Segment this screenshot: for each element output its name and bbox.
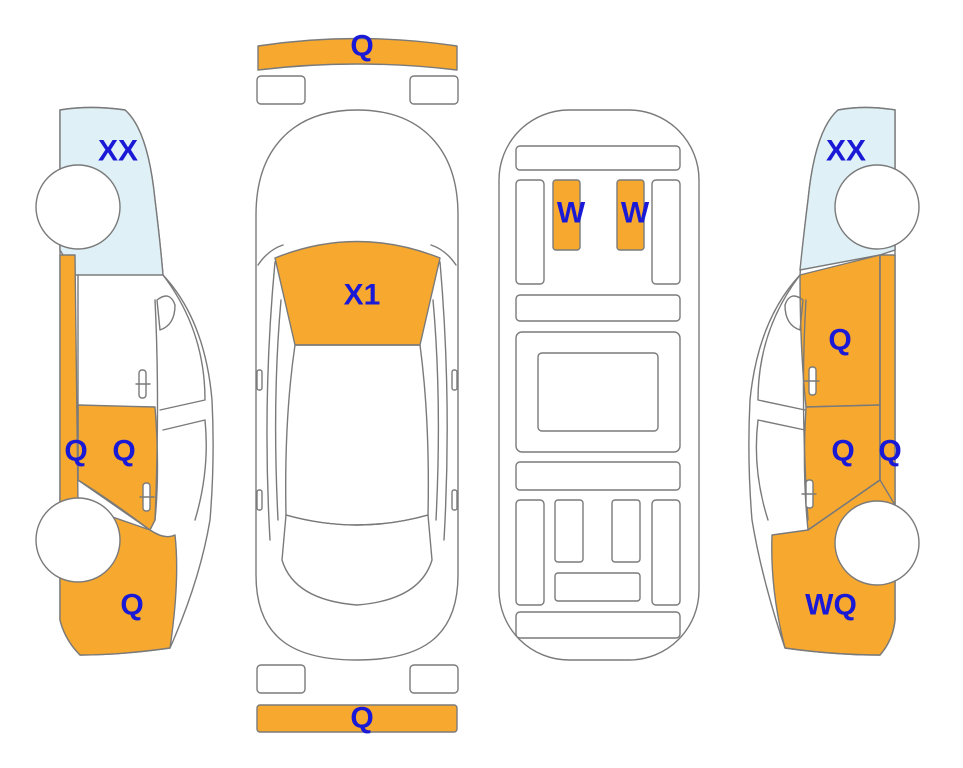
left-rear-wheel	[35, 164, 121, 250]
underbody-left-rail-rear	[515, 499, 545, 606]
right-front-door-code: Q	[831, 435, 854, 468]
left-pillar-line	[274, 299, 282, 521]
front-left-headlight	[256, 75, 306, 105]
top-view	[255, 109, 459, 661]
rear-end	[256, 664, 459, 733]
underbody-center-tunnel	[537, 352, 659, 432]
underbody-rear-bar	[515, 611, 681, 639]
right-rear-wheel	[834, 164, 920, 250]
windshield-code: X1	[344, 279, 381, 312]
right-window-line-2	[755, 419, 806, 521]
right-rear-quarter-glass-code: XX	[826, 135, 866, 168]
rear-bumper-panel[interactable]	[256, 704, 458, 733]
rear-left-taillight	[256, 664, 306, 694]
left-rear-sill-code: Q	[64, 435, 87, 468]
front-end	[256, 37, 459, 105]
underbody-right-rail-front	[651, 179, 681, 285]
right-rear-door-code: Q	[828, 324, 851, 357]
rear-seat-right-panel[interactable]	[616, 179, 645, 251]
damage-labels: Q Q X1 W W XX Q Q Q XX Q Q Q WQ	[64, 30, 901, 735]
underbody-inner-right	[611, 499, 641, 563]
left-mirror	[256, 369, 263, 391]
rear-window-outline	[281, 514, 433, 606]
underbody-left-rail-front	[515, 179, 545, 285]
top-view-body	[255, 109, 459, 661]
left-rear-door-code: Q	[112, 435, 135, 468]
front-bumper-code: Q	[350, 30, 373, 63]
right-window-line	[757, 274, 806, 411]
right-mirror	[451, 369, 458, 391]
top-hood-line-right	[430, 244, 457, 266]
right-mirror-shape	[784, 295, 804, 331]
rear-seat-left-code: W	[557, 197, 586, 230]
rear-seat-left-panel[interactable]	[552, 179, 581, 251]
right-door-line	[807, 254, 881, 531]
left-window-line	[159, 274, 206, 411]
rear-seat-right-code: W	[621, 197, 650, 230]
left-front-wheel	[35, 497, 121, 583]
left-rear-quarter-glass-code: XX	[98, 135, 138, 168]
left-mirror-shape	[156, 295, 176, 331]
right-front-sill-panel[interactable]	[879, 254, 896, 506]
left-door-handle-lower	[139, 482, 155, 512]
left-rear-sill-panel[interactable]	[59, 254, 79, 506]
right-side-view	[748, 106, 920, 656]
right-door-handle-lower	[801, 479, 817, 509]
underbody-cross-bar-2	[515, 461, 681, 491]
underbody-inner-left	[554, 499, 584, 563]
right-front-wheel	[834, 500, 920, 586]
underbody-cross-bar-1	[515, 294, 681, 322]
right-door-handle-upper	[804, 366, 820, 396]
left-side-view	[35, 106, 214, 656]
rear-right-taillight	[409, 664, 459, 694]
top-hood-line-left	[257, 244, 284, 266]
right-front-fender-code: WQ	[805, 589, 857, 622]
left-door-handle-upper	[135, 369, 151, 399]
left-window-line-2	[162, 419, 207, 521]
underbody-front-bar	[515, 145, 681, 171]
underbody-rear-small-bar	[554, 572, 641, 602]
right-front-sill-code: Q	[878, 435, 901, 468]
right-rear-handle	[451, 489, 458, 511]
underbody-view	[498, 109, 700, 661]
right-pillar-line	[432, 299, 440, 521]
left-b-pillar-line	[154, 299, 159, 521]
left-side-line	[266, 261, 276, 541]
front-bumper-panel[interactable]	[257, 37, 458, 71]
front-right-headlight	[409, 75, 459, 105]
right-side-line	[439, 261, 448, 541]
rear-bumper-code: Q	[350, 702, 373, 735]
left-rear-handle	[256, 489, 263, 511]
underbody-right-rail-rear	[651, 499, 681, 606]
windshield-panel[interactable]	[274, 240, 441, 346]
left-door-line	[77, 274, 151, 531]
left-front-fender-code: Q	[120, 589, 143, 622]
